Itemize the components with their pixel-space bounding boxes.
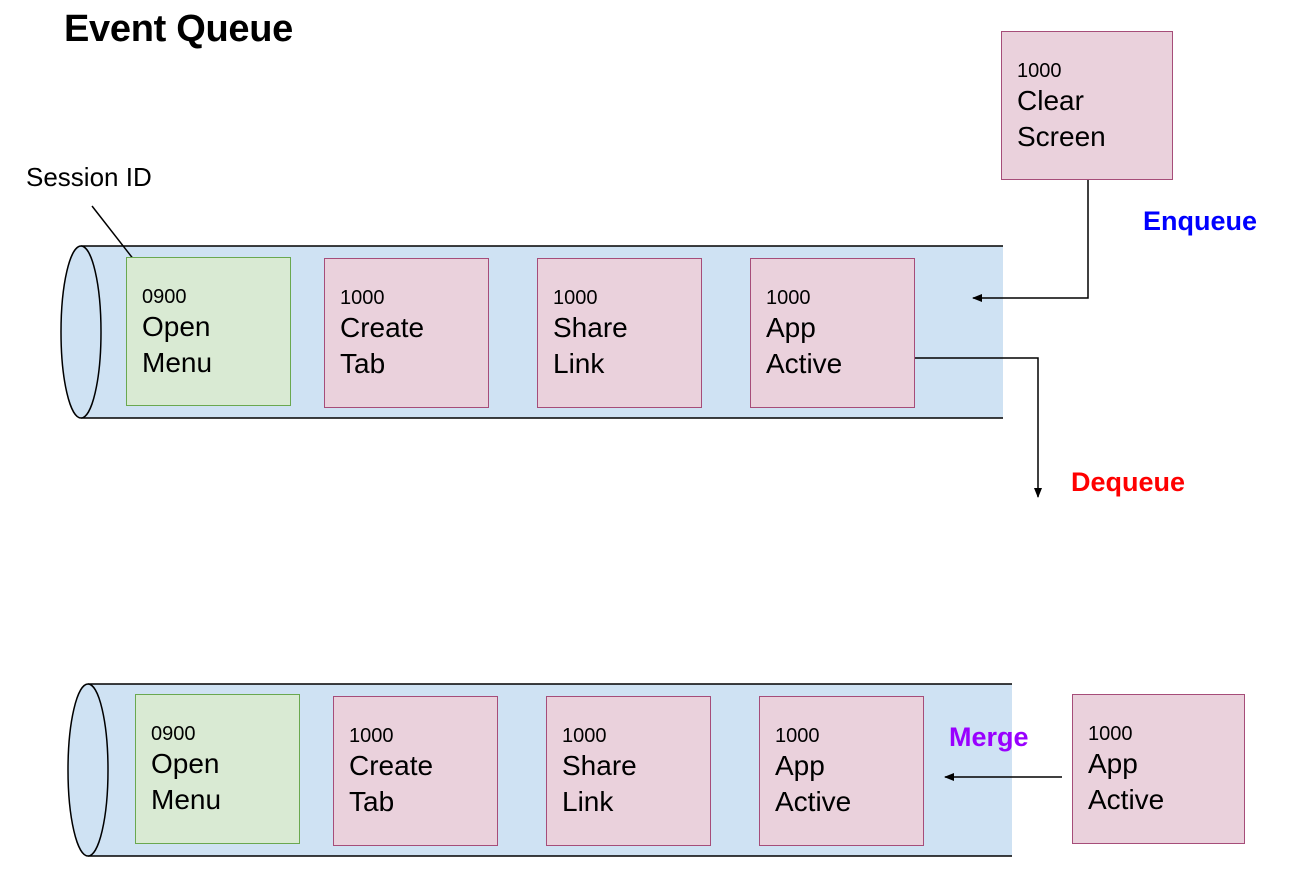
top-queue-event-3: 1000 Share Link bbox=[537, 258, 702, 408]
event-session-id: 1000 bbox=[766, 287, 811, 309]
bottom-queue-event-3: 1000 Share Link bbox=[546, 696, 711, 846]
bottom-queue-event-4: 1000 App Active bbox=[759, 696, 924, 846]
event-name: Share Link bbox=[562, 750, 637, 817]
dequeue-arrow bbox=[914, 357, 1042, 498]
enqueue-arrow bbox=[972, 180, 1089, 302]
top-pipe-end-cap bbox=[60, 245, 102, 419]
top-queue-event-1: 0900 Open Menu bbox=[126, 257, 291, 406]
event-session-id: 1000 bbox=[775, 725, 820, 747]
incoming-event-box: 1000 Clear Screen bbox=[1001, 31, 1173, 180]
dequeue-label: Dequeue bbox=[1071, 467, 1186, 497]
event-session-id: 1000 bbox=[349, 725, 394, 747]
diagram-title: Event Queue bbox=[64, 8, 293, 50]
event-session-id: 0900 bbox=[142, 286, 187, 308]
event-name: Create Tab bbox=[340, 312, 425, 379]
event-session-id: 1000 bbox=[553, 287, 598, 309]
event-name: Create Tab bbox=[349, 750, 434, 817]
session-id-label: Session ID bbox=[26, 162, 152, 192]
event-name: Open Menu bbox=[142, 311, 213, 378]
bottom-pipe-end-cap bbox=[67, 683, 109, 857]
event-name: Clear Screen bbox=[1017, 85, 1106, 152]
event-name: App Active bbox=[1088, 748, 1165, 815]
bottom-queue-event-1: 0900 Open Menu bbox=[135, 694, 300, 844]
top-queue-event-4: 1000 App Active bbox=[750, 258, 915, 408]
event-session-id: 1000 bbox=[1088, 723, 1133, 745]
event-session-id: 1000 bbox=[1017, 60, 1062, 82]
event-session-id: 1000 bbox=[562, 725, 607, 747]
event-name: App Active bbox=[775, 750, 852, 817]
bottom-queue-event-2: 1000 Create Tab bbox=[333, 696, 498, 846]
event-session-id: 0900 bbox=[151, 723, 196, 745]
event-name: Share Link bbox=[553, 312, 628, 379]
event-session-id: 1000 bbox=[340, 287, 385, 309]
enqueue-label: Enqueue bbox=[1143, 206, 1258, 236]
merging-event-box: 1000 App Active bbox=[1072, 694, 1245, 844]
event-name: Open Menu bbox=[151, 748, 222, 815]
event-name: App Active bbox=[766, 312, 843, 379]
merge-label: Merge bbox=[949, 722, 1029, 752]
top-queue-event-2: 1000 Create Tab bbox=[324, 258, 489, 408]
